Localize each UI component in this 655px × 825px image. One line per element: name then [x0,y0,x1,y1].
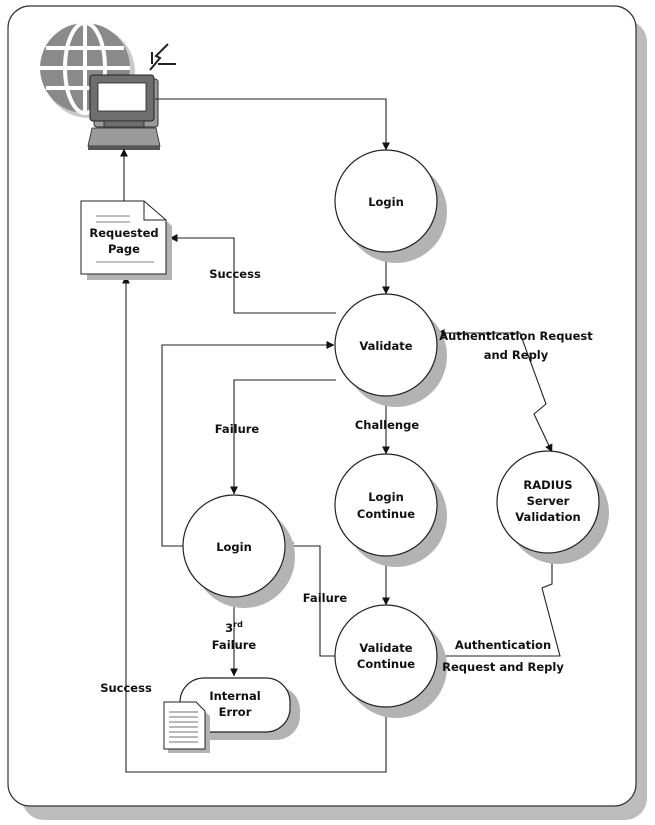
document-icon [163,701,210,753]
node-validate-label: Validate [359,339,412,353]
label-failure-right: Failure [303,591,348,605]
node-login-continue-line1: Login [368,490,404,504]
internal-error-node: Internal Error [163,677,300,753]
connector-success-to-page-bottom [122,275,387,773]
internal-error-line1: Internal [209,689,260,703]
connector-failure-to-login-retry [285,542,336,657]
node-login-retry: Login [182,494,295,608]
label-third-failure-number: 3rd [225,620,243,635]
connector-computer-to-login [155,98,390,151]
node-login-retry-label: Login [216,540,252,554]
node-login-continue: Login Continue [334,453,447,567]
connector-failure-to-login [230,379,336,495]
node-validate-continue: Validate Continue [334,604,447,718]
node-validate: Validate [334,293,447,407]
internal-error-line2: Error [219,705,252,719]
label-third-failure-word: Failure [212,638,257,652]
label-auth-bottom-line1: Authentication [455,638,551,652]
globe-computer-icon [40,21,176,150]
requested-page-line2: Page [108,242,140,256]
label-challenge: Challenge [355,418,419,432]
node-login: Login [334,149,447,263]
node-login-continue-line2: Continue [357,507,415,521]
connector-auth-bottom [436,551,561,660]
requested-page-document: Requested Page [80,200,172,280]
label-success-top: Success [209,267,261,281]
node-validate-continue-line2: Continue [357,657,415,671]
label-success-bottom: Success [100,681,152,695]
node-radius-line3: Validation [515,510,580,524]
label-auth-top-line2: and Reply [484,348,549,362]
node-login-label: Login [368,195,404,209]
document-icon [80,200,167,275]
node-radius: RADIUS Server Validation [496,450,609,564]
label-failure-left: Failure [215,422,260,436]
label-auth-bottom-line2: Request and Reply [442,660,564,674]
node-radius-line2: Server [527,494,570,508]
node-radius-line1: RADIUS [523,478,572,492]
node-validate-continue-line1: Validate [359,641,412,655]
connector-auth-top [436,329,553,453]
connector-success-to-page [169,234,336,314]
label-auth-top-line1: Authentication Request [439,329,593,343]
requested-page-line1: Requested [89,226,158,240]
connector-retry-to-validate [161,341,335,547]
